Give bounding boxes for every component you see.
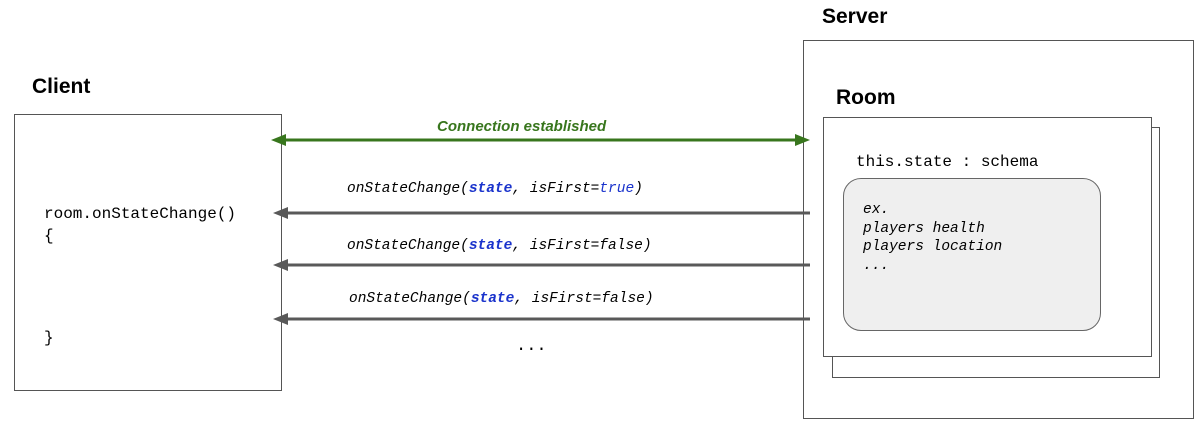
message-is-first-value: false [599,238,643,254]
state-change-arrow [273,313,810,325]
state-change-message: onStateChange(state, isFirst=false) [349,290,654,308]
more-messages-indicator: ... [516,337,547,356]
schema-line: players health [863,220,985,237]
state-schema-label: this.state : schema [856,153,1039,171]
state-change-arrow [273,207,810,219]
room-title: Room [836,86,896,109]
client-code-line: { [44,227,54,245]
state-change-arrow [273,259,810,271]
schema-line: ... [863,257,890,274]
message-is-first-value: false [601,291,645,307]
message-close: ) [644,291,654,307]
connection-arrow [271,134,810,146]
message-state-arg: state [470,291,515,307]
message-is-first-value: true [599,181,635,197]
message-sep: , isFirst= [514,291,602,307]
state-change-message: onStateChange(state, isFirst=false) [347,237,652,255]
message-state-arg: state [468,181,513,197]
schema-example-box: ex. players health players location ... [843,178,1101,331]
connection-label: Connection established [437,118,607,135]
message-sep: , isFirst= [512,181,600,197]
state-change-message: onStateChange(state, isFirst=true) [347,180,643,198]
client-code-line: room.onStateChange() [44,205,237,223]
schema-line: players location [863,239,1003,255]
message-sep: , isFirst= [512,238,600,254]
message-fn: onStateChange( [347,181,469,197]
message-close: ) [642,238,652,254]
client-box [14,114,282,391]
client-title: Client [32,75,91,98]
schema-line: ex. [863,202,890,218]
message-fn: onStateChange( [349,291,471,307]
message-state-arg: state [468,238,513,254]
message-close: ) [634,181,643,197]
client-code-line: } [44,329,54,347]
server-title: Server [822,5,888,28]
message-fn: onStateChange( [347,238,469,254]
